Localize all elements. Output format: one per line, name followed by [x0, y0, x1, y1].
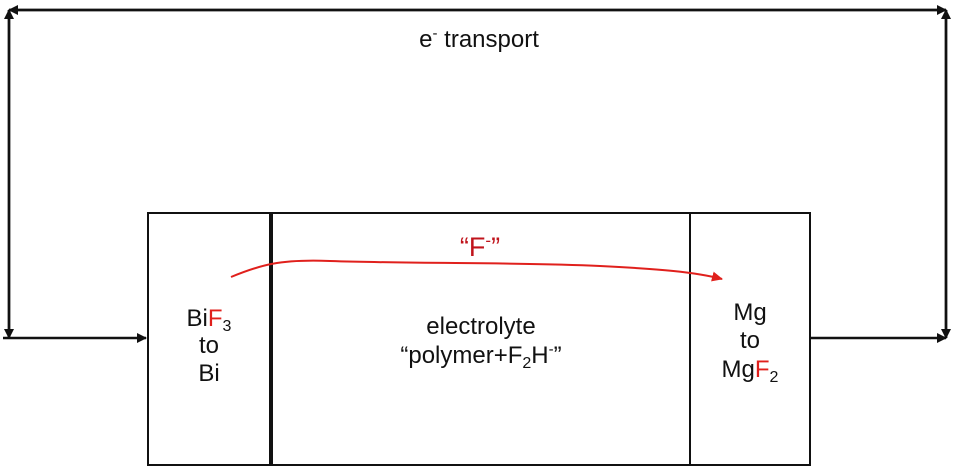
- anode-line-2: to: [740, 327, 760, 354]
- electrolyte-region: electrolyte “polymer+F2H-”: [400, 313, 561, 372]
- electrolyte-line-2: “polymer+F2H-”: [400, 341, 561, 372]
- electrolyte-line-1: electrolyte: [426, 313, 535, 340]
- cathode-line-1: BiF3: [187, 305, 232, 335]
- electron-circuit: [3, 5, 951, 343]
- cell-body: [147, 212, 811, 466]
- fluoride-flux-label: “F-”: [460, 231, 500, 262]
- cathode-region: BiF3 to Bi: [187, 305, 232, 387]
- fluoride-flux-arrow: [230, 259, 723, 282]
- anode-region: Mg to MgF2: [722, 299, 779, 386]
- electron-transport-label: e- transport: [419, 25, 539, 53]
- anode-line-1: Mg: [733, 299, 766, 326]
- cell-outline: [147, 212, 811, 466]
- cathode-line-3: Bi: [198, 360, 219, 387]
- anode-line-3: MgF2: [722, 356, 779, 386]
- cathode-line-2: to: [199, 332, 219, 359]
